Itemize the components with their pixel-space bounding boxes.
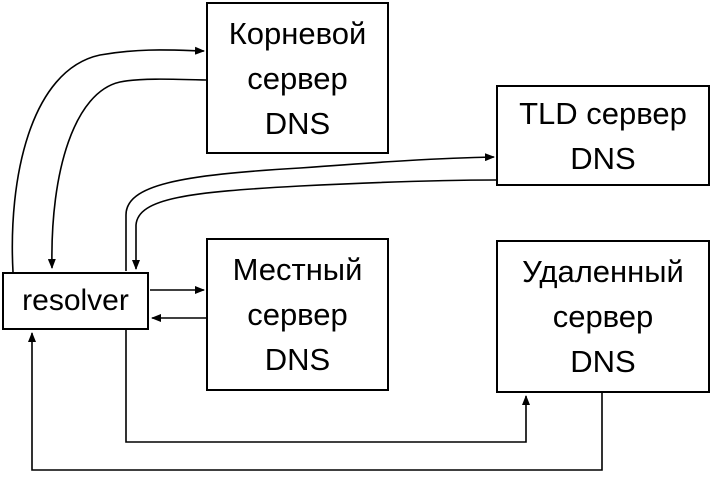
root-dns-server-box: Корневой сервер DNS: [206, 2, 389, 154]
local-dns-server-box: Местный сервер DNS: [206, 238, 389, 391]
edge-remote-to-resolver: [28, 332, 603, 471]
resolver-box: resolver: [2, 272, 149, 330]
remote-label-line-3: DNS: [570, 344, 636, 379]
tld-dns-server-box: TLD сервер DNS: [496, 85, 710, 186]
remote-label-line-1: Удаленный: [522, 254, 684, 289]
tld-label-line-2: DNS: [570, 140, 636, 176]
root-label-line-3: DNS: [264, 105, 331, 141]
local-label-line-3: DNS: [264, 342, 331, 377]
remote-dns-server-box: Удаленный сервер DNS: [496, 240, 710, 393]
local-label-line-1: Местный: [232, 252, 363, 287]
root-label-line-2: сервер: [247, 60, 348, 96]
edge-resolver-to-tld: [125, 153, 495, 271]
root-label-line-1: Корневой: [228, 15, 367, 51]
resolver-label: resolver: [22, 284, 129, 317]
edge-resolver-to-remote: [125, 330, 530, 443]
edge-resolver-to-root: [11, 46, 205, 273]
edge-root-to-resolver: [47, 78, 207, 269]
local-label-line-2: сервер: [247, 297, 348, 332]
tld-label-line-1: TLD сервер: [519, 95, 687, 131]
remote-label-line-2: сервер: [552, 299, 654, 334]
edge-tld-to-resolver: [132, 179, 497, 270]
